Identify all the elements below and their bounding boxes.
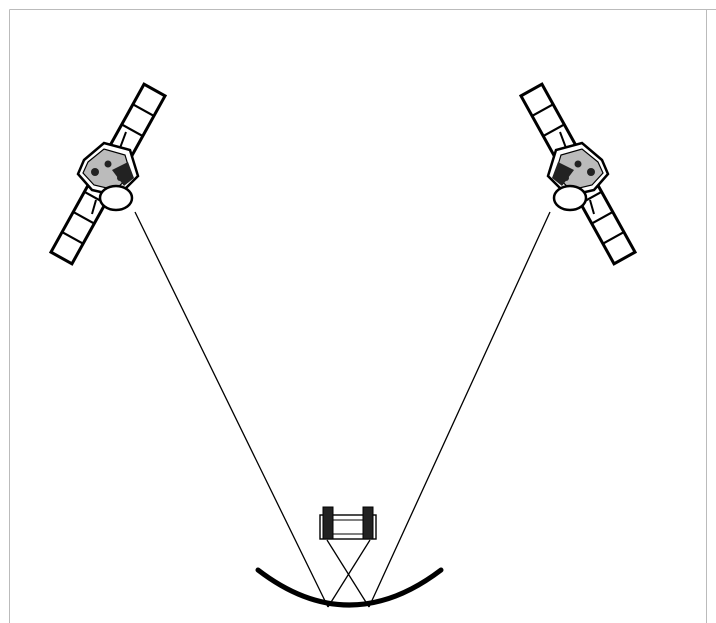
reflect-left-to-feed [327,539,371,608]
feed-lnb-icon [319,506,377,540]
dish-reflector-icon [255,567,444,608]
reflect-right-to-feed [326,539,370,608]
beam-left-to-dish [134,211,329,608]
satellite-left-icon [49,82,167,266]
signal-beams [134,211,551,608]
satellite-right-icon [519,82,637,266]
beam-right-to-dish [368,211,551,608]
